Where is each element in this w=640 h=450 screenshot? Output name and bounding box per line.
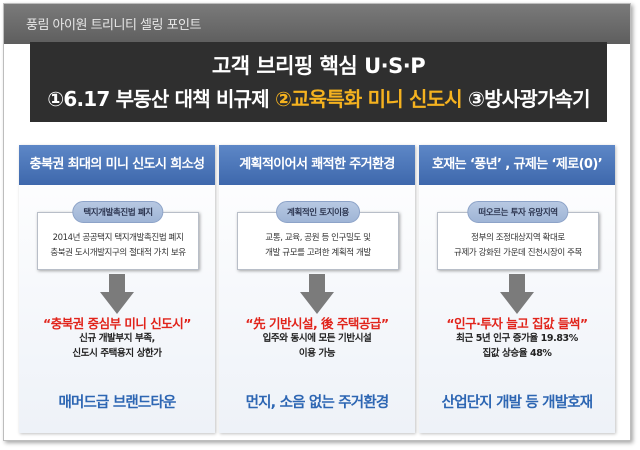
card-tag: 떠오르는 투자 유망지역 <box>467 201 569 223</box>
slide-title: 풍림 아이원 트리니티 셀링 포인트 <box>26 18 201 33</box>
banner-heading: 고객 브리핑 핵심 U·S·P <box>211 54 426 78</box>
down-arrow-icon <box>100 274 134 314</box>
selling-point-column-1: 충북권 최대의 미니 신도시 희소성 택지개발촉진법 폐지 2014년 공공택지… <box>19 145 215 433</box>
down-arrow-icon <box>500 274 534 314</box>
card-tag: 계획적인 토지이용 <box>276 201 360 223</box>
slide-frame: 풍림 아이원 트리니티 셀링 포인트 고객 브리핑 핵심 U·S·P ①6.17… <box>3 3 631 441</box>
detail-line: 이용 가능 <box>298 348 336 359</box>
card-body-line: 2014년 공공택지 택지개발촉진법 폐지 <box>52 233 184 243</box>
detail-line: 신도시 주택용지 상한가 <box>72 348 162 359</box>
detail-text: 최근 5년 인구 증가율 19.83% 집값 상승율 48% <box>419 331 615 361</box>
info-card: 떠오르는 투자 유망지역 정부의 조정대상지역 확대로 규제가 강화된 가운데 … <box>437 201 599 270</box>
column-footer: 먼지, 소음 없는 주거환경 <box>245 395 390 411</box>
card-body-line: 충북권 도시개발지구의 절대적 가치 보유 <box>50 248 186 258</box>
column-footer: 산업단지 개발 등 개발호재 <box>441 395 593 411</box>
usp-item-2: ②교육특화 미니 신도시 <box>274 87 463 111</box>
card-tag: 택지개발촉진법 폐지 <box>72 201 164 223</box>
card-body: 교통, 교육, 공원 등 인구밀도 및 개발 규모를 고려한 계획적 개발 <box>240 231 396 261</box>
info-card: 계획적인 토지이용 교통, 교육, 공원 등 인구밀도 및 개발 규모를 고려한… <box>237 201 399 270</box>
detail-line: 최근 5년 인구 증가율 19.83% <box>456 333 578 344</box>
detail-text: 입주와 동시에 모든 기반시설 이용 가능 <box>219 331 415 361</box>
top-bar: 풍림 아이원 트리니티 셀링 포인트 <box>4 4 630 44</box>
detail-text: 신규 개발부지 부족, 신도시 주택용지 상한가 <box>19 331 215 361</box>
down-arrow-icon <box>300 274 334 314</box>
column-header: 계획적이어서 쾌적한 주거환경 <box>219 145 415 185</box>
selling-point-column-3: 호재는 ‘풍년’ , 규제는 ‘제로(0)’ 떠오르는 투자 유망지역 정부의 … <box>419 145 615 433</box>
highlight-text: “先 기반시설, 後 주택공급” <box>245 316 389 331</box>
card-body-line: 교통, 교육, 공원 등 인구밀도 및 <box>265 233 371 243</box>
column-header: 호재는 ‘풍년’ , 규제는 ‘제로(0)’ <box>419 145 615 185</box>
card-body-line: 규제가 강화된 가운데 진천시장이 주목 <box>454 248 582 258</box>
usp-item-1: ①6.17 부동산 대책 비규제 <box>47 87 269 111</box>
card-body-line: 개발 규모를 고려한 계획적 개발 <box>265 248 371 258</box>
usp-list: ①6.17 부동산 대책 비규제 ②교육특화 미니 신도시 ③방사광가속기 <box>30 83 607 112</box>
card-body: 2014년 공공택지 택지개발촉진법 폐지 충북권 도시개발지구의 절대적 가치… <box>40 231 196 261</box>
column-header: 충북권 최대의 미니 신도시 희소성 <box>19 145 215 185</box>
card-body-line: 정부의 조정대상지역 확대로 <box>471 233 565 243</box>
info-card: 택지개발촉진법 폐지 2014년 공공택지 택지개발촉진법 폐지 충북권 도시개… <box>37 201 199 270</box>
usp-banner: 고객 브리핑 핵심 U·S·P ①6.17 부동산 대책 비규제 ②교육특화 미… <box>30 42 607 122</box>
detail-line: 입주와 동시에 모든 기반시설 <box>262 333 372 344</box>
highlight-text: “충북권 중심부 미니 신도시” <box>43 316 192 331</box>
detail-line: 집값 상승율 48% <box>482 348 552 359</box>
card-body: 정부의 조정대상지역 확대로 규제가 강화된 가운데 진천시장이 주목 <box>440 231 596 261</box>
column-footer: 매머드급 브랜드타운 <box>58 395 176 411</box>
selling-point-column-2: 계획적이어서 쾌적한 주거환경 계획적인 토지이용 교통, 교육, 공원 등 인… <box>219 145 415 433</box>
detail-line: 신규 개발부지 부족, <box>79 333 155 344</box>
usp-item-3: ③방사광가속기 <box>468 87 591 111</box>
highlight-text: “인구·투자 늘고 집값 들썩” <box>446 316 588 331</box>
